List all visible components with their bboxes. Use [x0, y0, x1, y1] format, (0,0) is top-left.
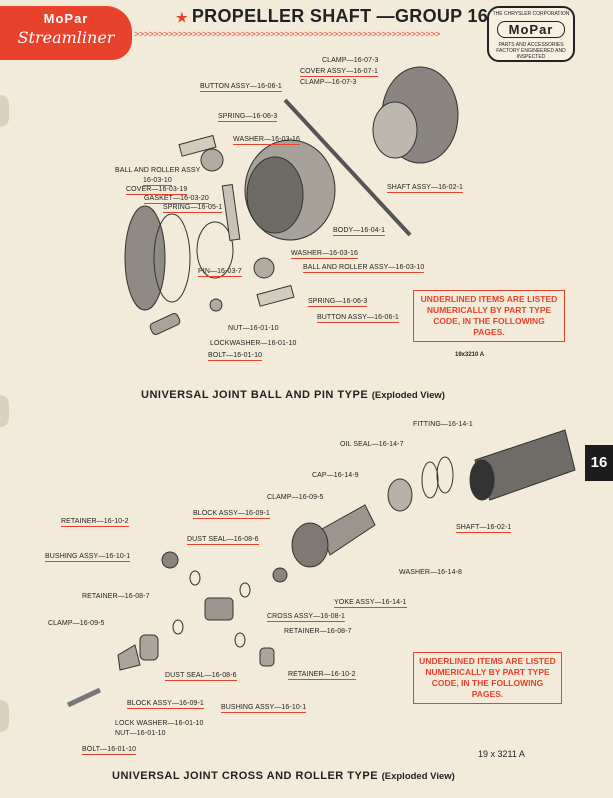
- logo-brand: MoPar: [43, 11, 89, 26]
- cover-drawing: [124, 205, 166, 311]
- part-label: WASHER—16-03-16: [233, 136, 300, 145]
- part-label: SHAFT—16-02-1: [456, 524, 512, 533]
- group-tab[interactable]: 16: [585, 445, 613, 481]
- part-label: COVER—16-03-19: [126, 186, 188, 195]
- part-label: BALL AND ROLLER ASSY—16-03-10: [303, 264, 425, 273]
- mopar-streamliner-logo: MoPar Streamliner: [0, 6, 132, 60]
- part-label: WASHER—16-03-16: [291, 250, 358, 259]
- spring-drawing: [196, 221, 234, 279]
- figure-caption: UNIVERSAL JOINT BALL AND PIN TYPE (Explo…: [141, 389, 445, 401]
- caption-suffix: (Exploded View): [371, 390, 445, 401]
- caption-suffix: (Exploded View): [381, 771, 455, 782]
- part-label: BLOCK ASSY—16-09-1: [127, 700, 204, 709]
- part-label: CAP—16-14-9: [312, 472, 359, 479]
- part-label: LOCKWASHER—16-01-10: [210, 340, 297, 347]
- part-label: RETAINER—16-08-7: [82, 593, 150, 600]
- part-label: BUTTON ASSY—16-06-1: [317, 314, 399, 323]
- figure-number: 19 x 3211 A: [478, 749, 525, 759]
- part-label: GASKET—16-03-20: [144, 195, 209, 204]
- part-label: PIN—16-03-7: [198, 268, 242, 277]
- part-label: BUTTON ASSY—16-06-1: [200, 83, 282, 92]
- part-label: RETAINER—16-10-2: [288, 671, 356, 680]
- figure-caption: UNIVERSAL JOINT CROSS AND ROLLER TYPE (E…: [112, 770, 455, 782]
- badge-brand: MoPar: [497, 21, 565, 38]
- caption-text: UNIVERSAL JOINT BALL AND PIN TYPE: [141, 389, 369, 401]
- part-label: SHAFT ASSY—16-02-1: [387, 184, 463, 193]
- part-label: SPRING—16-05-1: [163, 204, 223, 213]
- underline-note: UNDERLINED ITEMS ARE LISTED NUMERICALLY …: [413, 290, 565, 342]
- part-label: WASHER—16-14-8: [399, 569, 462, 576]
- part-label: RETAINER—16-08-7: [284, 628, 352, 635]
- badge-bottom-text: FACTORY ENGINEERED AND INSPECTED: [496, 48, 566, 60]
- binder-hole: [0, 700, 9, 732]
- part-label: BALL AND ROLLER ASSY: [115, 167, 201, 174]
- underline-note: UNDERLINED ITEMS ARE LISTED NUMERICALLY …: [413, 652, 562, 704]
- mopar-badge-logo: THE CHRYSLER CORPORATION MoPar PARTS AND…: [487, 6, 575, 62]
- page-title-text: PROPELLER SHAFT —GROUP 16: [191, 6, 489, 26]
- part-label: SPRING—16-06-3: [308, 298, 368, 307]
- part-label: CROSS ASSY—16-08-1: [267, 613, 346, 622]
- part-label: BUSHING ASSY—16-10-1: [221, 704, 307, 713]
- part-label: NUT—16-01-10: [115, 730, 166, 737]
- binder-hole: [0, 95, 9, 127]
- part-label: RETAINER—16-10-2: [61, 518, 129, 527]
- part-label: BOLT—16-01-10: [208, 352, 263, 361]
- part-label: CLAMP—16-09-5: [267, 494, 324, 501]
- part-label: BUSHING ASSY—16-10-1: [45, 553, 131, 562]
- part-label: 16-03-10: [143, 177, 172, 186]
- part-label: BODY—16-04-1: [333, 227, 386, 236]
- part-label: CLAMP—16-07-3: [322, 57, 379, 64]
- part-label: SPRING—16-06-3: [218, 113, 278, 122]
- part-label: LOCK WASHER—16-01-10: [115, 720, 204, 727]
- part-label: DUST SEAL—16-08-6: [165, 672, 237, 681]
- part-label: YOKE ASSY—16-14-1: [334, 599, 407, 608]
- shaft-drawing: [283, 98, 412, 237]
- chevron-divider: >>>>>>>>>>>>>>>>>>>>>>>>>>>>>>>>>>>>>>>>…: [134, 29, 440, 39]
- badge-top-text: THE CHRYSLER CORPORATION: [492, 11, 570, 17]
- part-label: OIL SEAL—16-14-7: [340, 441, 404, 448]
- part-label: COVER ASSY—16-07-1: [300, 68, 379, 77]
- binder-hole: [0, 395, 9, 427]
- part-label: FITTING—16-14-1: [413, 421, 473, 428]
- badge-sub: PARTS AND ACCESSORIES: [498, 42, 564, 48]
- part-label: DUST SEAL—16-08-6: [187, 536, 259, 545]
- figure-number: 19x3210 A: [455, 352, 485, 358]
- logo-script: Streamliner: [17, 28, 115, 47]
- part-label: BLOCK ASSY—16-09-1: [193, 510, 270, 519]
- part-label: CLAMP—16-09-5: [48, 620, 105, 627]
- caption-text: UNIVERSAL JOINT CROSS AND ROLLER TYPE: [112, 770, 379, 782]
- part-label: NUT—16-01-10: [228, 325, 279, 332]
- part-label: CLAMP—16-07-3: [300, 79, 357, 86]
- part-label: BOLT—16-01-10: [82, 746, 137, 755]
- cross-drawing: [204, 597, 234, 621]
